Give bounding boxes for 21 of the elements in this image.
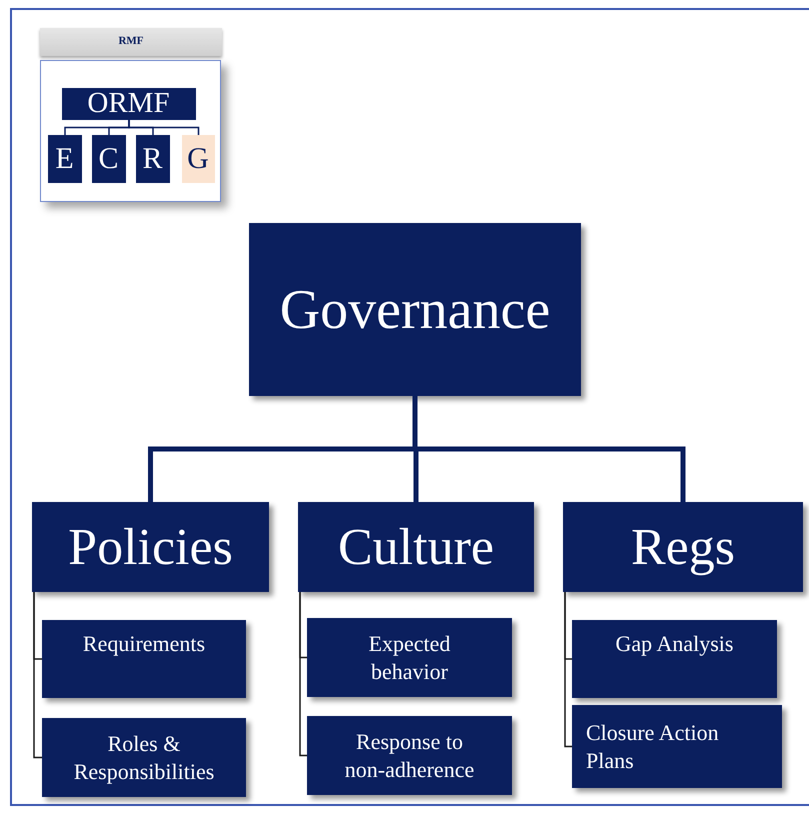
item-box: Roles & Responsibilities <box>42 718 246 797</box>
connector-line <box>299 592 307 756</box>
category-box: Culture <box>298 502 534 592</box>
letter-box: C <box>92 134 126 182</box>
connector-line <box>128 120 200 135</box>
category-box: Regs <box>563 502 803 592</box>
connector-line <box>33 592 42 758</box>
category-box: Policies <box>32 502 269 592</box>
item-box: Response to non-adherence <box>307 716 512 795</box>
header-bar: RMF <box>40 28 222 56</box>
item-box: Expected behavior <box>307 618 512 697</box>
letter-box: G <box>182 134 214 182</box>
item-box: Closure Action Plans <box>572 705 782 788</box>
letter-box: E <box>48 134 82 182</box>
inset-panel <box>40 60 221 202</box>
title-box: Governance <box>249 223 581 396</box>
org-box: ORMF <box>62 88 196 120</box>
letter-box: R <box>136 134 170 182</box>
item-box: Gap Analysis <box>572 620 777 698</box>
item-box: Requirements <box>42 620 246 698</box>
connector-line <box>564 592 572 748</box>
